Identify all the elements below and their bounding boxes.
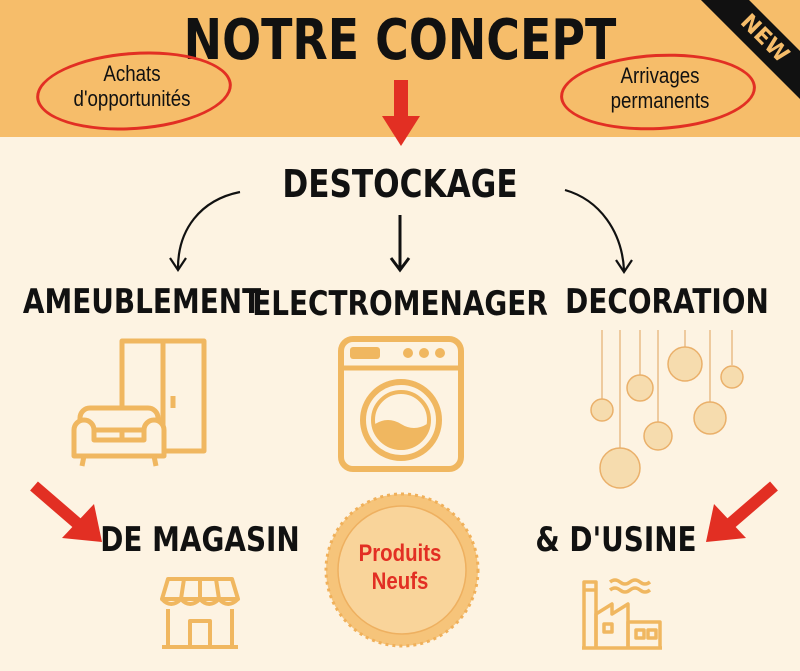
right-curve-arrow-icon <box>564 188 626 271</box>
red-arrow-right-icon <box>706 481 778 542</box>
right-bubble-line1: Arrivages <box>620 63 700 88</box>
seal-line2: Neufs <box>371 568 429 595</box>
seal-text: Produits Neufs <box>359 540 442 596</box>
left-curve-arrow-icon <box>176 190 241 269</box>
left-bubble-line1: Achats <box>103 61 161 86</box>
center-arrowhead-icon <box>389 257 411 273</box>
right-bubble-text: Arrivages permanents <box>611 63 710 113</box>
page-title: NOTRE CONCEPT <box>183 8 617 73</box>
seal-badge-icon <box>324 492 480 648</box>
category-decoration: DECORATION <box>565 282 769 322</box>
washing-machine-icon <box>338 336 464 472</box>
left-bubble-line2: d'opportunités <box>73 86 191 111</box>
right-bubble-line2: permanents <box>610 88 710 113</box>
factory-icon <box>582 578 662 650</box>
wardrobe-sofa-icon <box>71 338 207 467</box>
source-store: DE MAGASIN <box>100 520 300 560</box>
section-heading: DESTOCKAGE <box>282 162 518 206</box>
source-factory: & D'USINE <box>535 520 697 560</box>
left-curve-arrowhead-icon <box>169 257 187 272</box>
right-curve-arrowhead-icon <box>615 259 633 274</box>
red-arrow-left-icon <box>30 481 102 542</box>
seal-line1: Produits <box>358 540 442 567</box>
red-down-arrow-icon <box>382 80 420 146</box>
christmas-baubles-icon <box>590 330 744 489</box>
category-furniture: AMEUBLEMENT <box>22 282 262 322</box>
category-appliances: ELECTROMENAGER <box>252 284 548 324</box>
left-bubble-text: Achats d'opportunités <box>74 61 191 111</box>
shop-icon <box>160 577 240 649</box>
